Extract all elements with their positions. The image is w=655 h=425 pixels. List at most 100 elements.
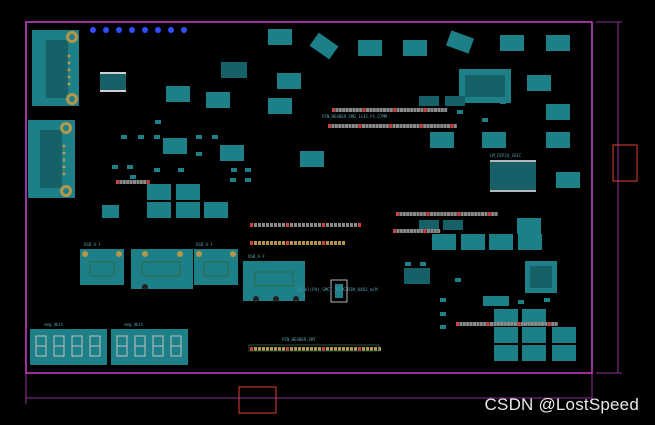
pad — [436, 212, 440, 216]
pad — [409, 124, 413, 128]
pad — [406, 229, 410, 233]
usb-port-icon[interactable] — [194, 249, 238, 285]
pad — [443, 124, 447, 128]
small-pad — [500, 100, 506, 104]
pad — [434, 108, 437, 112]
pad — [358, 347, 361, 351]
pad — [513, 322, 517, 326]
pad — [427, 108, 431, 112]
pad — [423, 108, 427, 112]
db9-connector-icon[interactable] — [32, 30, 79, 106]
ic-soic[interactable] — [100, 62, 557, 306]
pad — [306, 223, 309, 227]
pad — [554, 322, 558, 326]
seven-segment-digits — [35, 335, 182, 357]
pad — [133, 180, 136, 184]
pad — [510, 322, 514, 326]
small-pad — [154, 168, 160, 172]
pad — [274, 223, 277, 227]
pad — [310, 241, 313, 245]
pad — [399, 124, 403, 128]
pad — [423, 212, 427, 216]
pad — [372, 108, 376, 112]
small-pad — [196, 135, 202, 139]
pad — [348, 124, 352, 128]
pad — [274, 347, 277, 351]
small-pad — [245, 168, 251, 172]
board-outline[interactable] — [25, 21, 593, 374]
center-chip-label: J1_ml(P4)_SMCT_YT3K3R3N_0402_m(M — [297, 287, 378, 292]
pad — [282, 241, 285, 245]
pad — [334, 347, 337, 351]
pad — [433, 124, 437, 128]
pad — [477, 212, 481, 216]
pad — [459, 322, 463, 326]
db9-connector-icon[interactable] — [28, 120, 75, 198]
pad — [306, 241, 309, 245]
pad — [416, 124, 420, 128]
seven-segment-icon[interactable] — [111, 329, 188, 365]
pad — [437, 108, 441, 112]
pad — [286, 223, 289, 227]
pad — [338, 347, 341, 351]
small-pad — [212, 135, 218, 139]
pad — [266, 241, 269, 245]
small-pad — [405, 262, 411, 266]
pad — [469, 322, 473, 326]
small-pad — [155, 120, 161, 124]
pad — [375, 124, 379, 128]
pad — [494, 212, 498, 216]
pad — [116, 180, 119, 184]
pin-header-row[interactable] — [116, 108, 558, 351]
segment-digit — [116, 335, 128, 357]
pad — [349, 108, 352, 112]
usb-port-icon[interactable] — [131, 249, 193, 290]
pad — [139, 180, 143, 184]
pad — [362, 108, 366, 112]
usb-port-icon[interactable] — [80, 249, 124, 285]
pad — [464, 212, 467, 216]
small-pad — [231, 168, 237, 172]
pad — [342, 241, 345, 245]
pad — [400, 108, 403, 112]
pad — [423, 229, 427, 233]
pad — [379, 124, 382, 128]
seg-label: smg_4bit — [44, 322, 64, 327]
via-row — [90, 27, 187, 33]
bottom-pin-header[interactable] — [248, 344, 380, 352]
small-pad — [482, 118, 488, 122]
small-pad — [138, 135, 144, 139]
pad — [282, 223, 285, 227]
pad — [420, 229, 424, 233]
pad — [126, 180, 130, 184]
keepout-box-bottom — [238, 386, 277, 414]
pad — [278, 241, 281, 245]
pad — [470, 212, 474, 216]
pad — [266, 347, 269, 351]
pad — [342, 347, 345, 351]
pad — [460, 212, 464, 216]
segment-digit — [170, 335, 182, 357]
pad — [368, 124, 372, 128]
usb-label: USB_A-F — [84, 242, 101, 247]
seven-segment-icon[interactable] — [30, 329, 107, 365]
rotated-component[interactable] — [309, 30, 475, 60]
pad — [527, 322, 531, 326]
pad — [474, 212, 478, 216]
pad — [352, 108, 356, 112]
pad — [413, 124, 416, 128]
pad — [290, 241, 293, 245]
pad — [270, 223, 273, 227]
pad — [389, 108, 393, 112]
usb-port-icon[interactable] — [243, 261, 305, 302]
center-chip[interactable] — [330, 279, 348, 303]
pad — [346, 223, 349, 227]
pad — [456, 322, 459, 326]
pad — [326, 223, 329, 227]
pad — [486, 322, 490, 326]
pad — [436, 124, 440, 128]
smd-components[interactable] — [147, 29, 580, 361]
pad — [406, 124, 410, 128]
pad — [457, 212, 461, 216]
